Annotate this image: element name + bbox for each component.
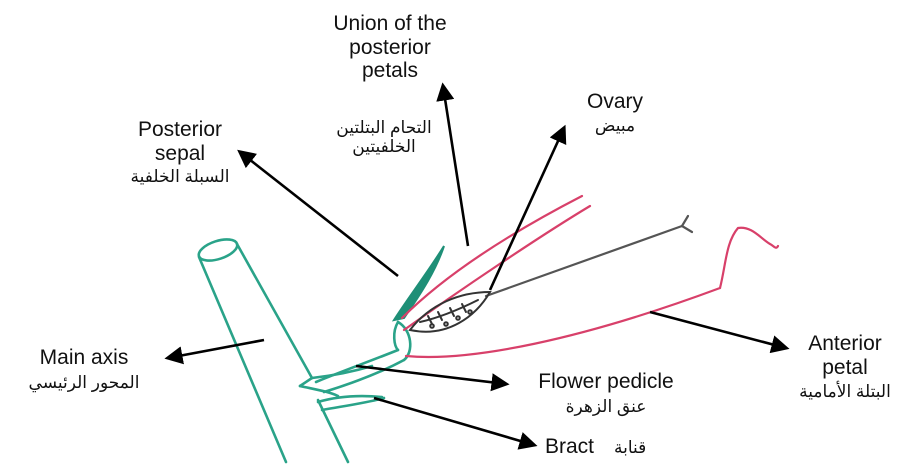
union-label-line2: posterior bbox=[300, 36, 480, 60]
anterior-petal-label-line2: petal bbox=[782, 356, 908, 380]
anterior-petal-label-ar: البتلة الأمامية bbox=[782, 382, 908, 401]
union-label-line3: petals bbox=[300, 59, 480, 83]
label-flower-pedicle: Flower pedicle عنق الزهرة bbox=[506, 370, 706, 416]
posterior-sepal bbox=[394, 246, 444, 320]
bract-label-en: Bract bbox=[545, 435, 594, 459]
main-axis-label-ar: المحور الرئيسي bbox=[4, 373, 164, 392]
arrow-main-axis bbox=[168, 340, 264, 358]
arrow-flower-pedicle bbox=[356, 366, 506, 384]
main-axis-label-en: Main axis bbox=[4, 346, 164, 370]
label-ovary: Ovary مبيض bbox=[560, 90, 670, 135]
posterior-sepal-label-ar: السبلة الخلفية bbox=[100, 167, 260, 186]
posterior-sepal-label-line2: sepal bbox=[100, 142, 260, 166]
label-union-posterior-petals-ar: التحام البتلتين الخلفيتين bbox=[304, 118, 464, 156]
label-main-axis: Main axis المحور الرئيسي bbox=[4, 346, 164, 392]
flower-pedicle-label-ar: عنق الزهرة bbox=[506, 397, 706, 416]
petals bbox=[402, 196, 778, 357]
ovary-label-ar: مبيض bbox=[560, 116, 670, 135]
arrow-anterior-petal bbox=[650, 312, 786, 348]
union-label-line1: Union of the bbox=[300, 12, 480, 36]
arrow-ovary bbox=[490, 128, 564, 290]
union-label-ar-line2: الخلفيتين bbox=[304, 137, 464, 156]
label-union-posterior-petals: Union of the posterior petals bbox=[300, 12, 480, 83]
flower-pedicle bbox=[316, 322, 410, 392]
arrow-union-posterior-petals bbox=[443, 86, 468, 246]
ovary-label-en: Ovary bbox=[560, 90, 670, 114]
label-posterior-sepal: Posterior sepal السبلة الخلفية bbox=[100, 118, 260, 186]
bract-label-ar: قنابة bbox=[614, 438, 646, 457]
posterior-sepal-label-line1: Posterior bbox=[100, 118, 260, 142]
flower-pedicle-label-en: Flower pedicle bbox=[506, 370, 706, 394]
union-label-ar-line1: التحام البتلتين bbox=[304, 118, 464, 137]
arrow-posterior-sepal bbox=[240, 152, 398, 276]
anterior-petal-label-line1: Anterior bbox=[782, 332, 908, 356]
label-anterior-petal: Anterior petal البتلة الأمامية bbox=[782, 332, 908, 401]
